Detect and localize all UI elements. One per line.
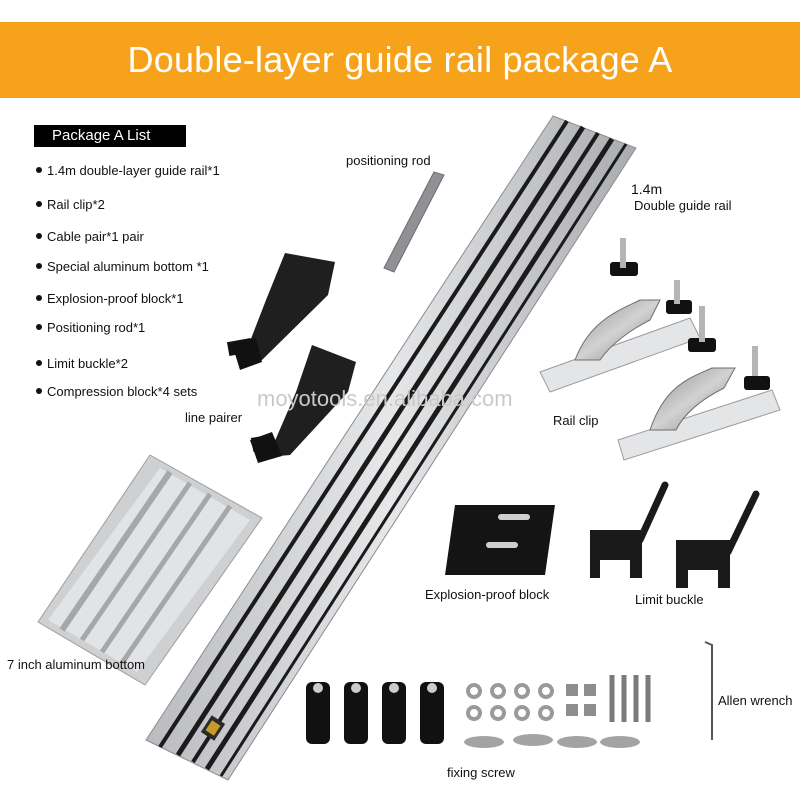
explosion-proof-block-label: Explosion-proof block	[425, 587, 550, 602]
list-item: Compression block*4 sets	[36, 384, 197, 399]
rail-name-label: Double guide rail	[634, 198, 732, 213]
limit-buckle	[590, 481, 669, 580]
rail-clip	[539, 238, 701, 393]
compression-blocks	[306, 682, 444, 744]
list-item: Cable pair*1 pair	[36, 229, 144, 244]
bolts	[609, 675, 651, 722]
rail-clip	[617, 306, 781, 461]
positioning-rod-label: positioning rod	[346, 153, 431, 168]
bullet-icon	[36, 166, 42, 173]
bullet-icon	[36, 294, 42, 301]
bullet-icon	[36, 200, 42, 207]
allen-wrench-label: Allen wrench	[718, 693, 793, 708]
limit-buckle-label: Limit buckle	[635, 592, 704, 607]
square-nuts	[566, 684, 596, 716]
explosion-proof-block	[445, 505, 555, 575]
rail-length-label: 1.4m	[631, 181, 663, 197]
line-pairer	[226, 253, 356, 463]
list-item: Positioning rod*1	[36, 320, 145, 335]
list-item: 1.4m double-layer guide rail*1	[36, 163, 220, 178]
aluminum-bottom	[37, 454, 263, 686]
list-item: Rail clip*2	[36, 197, 105, 212]
bullet-icon	[36, 232, 42, 239]
line-pairer-label: line pairer	[185, 410, 243, 425]
page-title: Double-layer guide rail package A	[127, 39, 673, 80]
list-item: Special aluminum bottom *1	[36, 259, 209, 274]
title-banner: Double-layer guide rail package A	[0, 22, 800, 98]
bullet-icon	[36, 262, 42, 269]
guide-rail	[145, 115, 637, 781]
fixing-screw-label: fixing screw	[447, 765, 515, 780]
wing-nuts	[464, 734, 640, 748]
aluminum-bottom-label: 7 inch aluminum bottom	[7, 657, 146, 672]
bullet-icon	[36, 323, 42, 330]
list-item: Explosion-proof block*1	[36, 291, 184, 306]
package-list-header: Package A List	[34, 125, 186, 147]
bullet-icon	[36, 359, 42, 366]
rail-clip-label: Rail clip	[553, 413, 599, 428]
positioning-rod	[383, 171, 445, 273]
bullet-icon	[36, 387, 42, 394]
watermark: moyotools.en.alibaba.com	[257, 386, 513, 411]
allen-wrench	[704, 641, 713, 740]
list-item: Limit buckle*2	[36, 356, 128, 371]
limit-buckle	[676, 490, 760, 590]
washers	[466, 683, 554, 721]
